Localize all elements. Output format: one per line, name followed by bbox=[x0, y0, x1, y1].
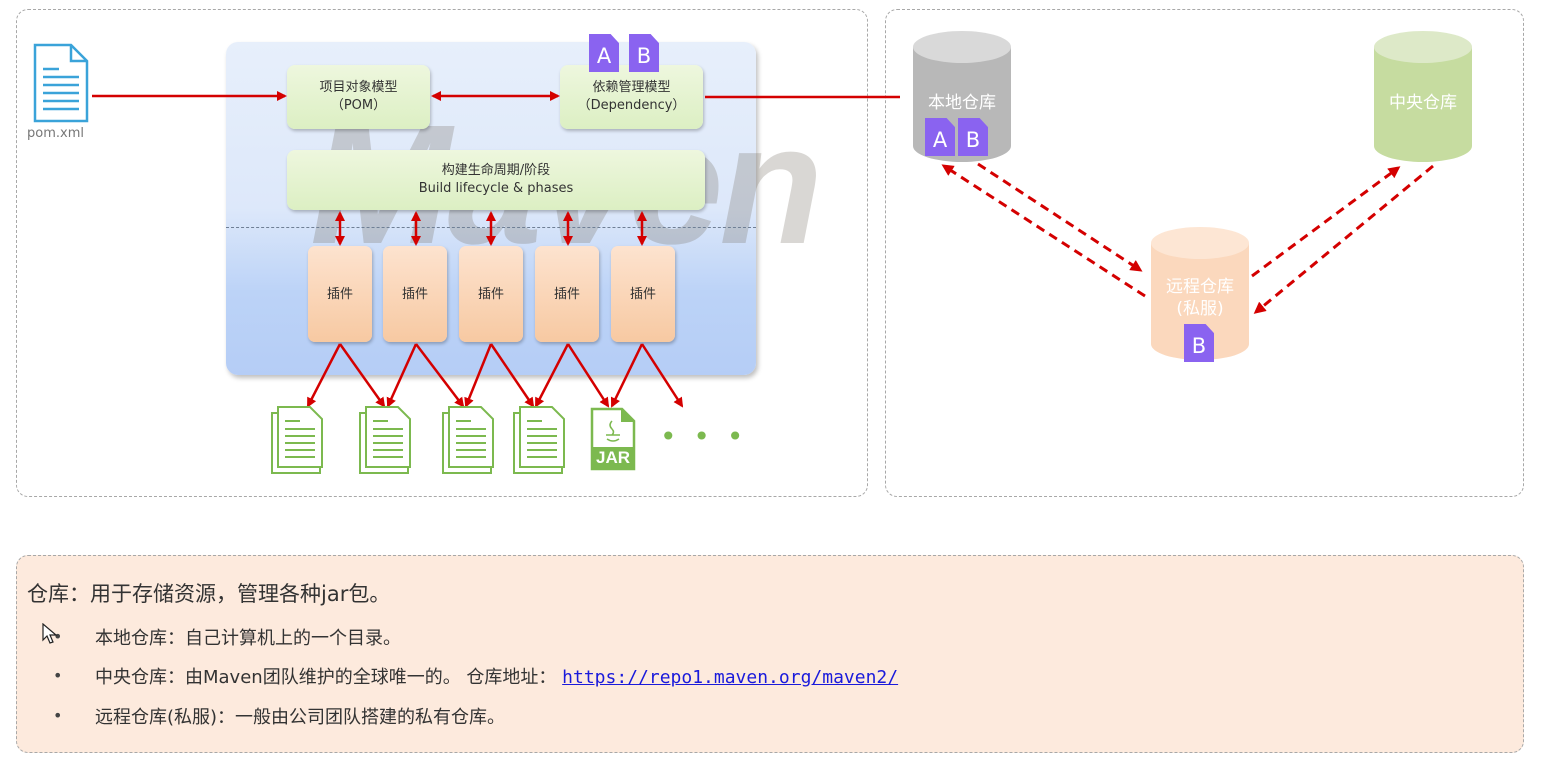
plugin-output-arrow bbox=[534, 343, 570, 408]
plugin-output-arrow bbox=[306, 343, 342, 408]
remote-tag-b-icon: B bbox=[1184, 324, 1214, 362]
local-to-remote-arrow bbox=[977, 162, 1143, 272]
jar-label: JAR bbox=[595, 448, 630, 467]
build-lifecycle-subtitle: Build lifecycle & phases bbox=[418, 181, 574, 196]
plugin-output-arrow bbox=[610, 343, 644, 408]
document-stack-icon bbox=[512, 405, 566, 479]
local-repository-label: 本地仓库 bbox=[928, 93, 996, 113]
plugin-output-arrow bbox=[640, 343, 684, 408]
remote-to-local-arrow bbox=[941, 164, 1146, 298]
remote-repository-subtitle: (私服) bbox=[1176, 299, 1224, 319]
dependency-model-title: 依赖管理模型 bbox=[592, 80, 671, 95]
maven-model-panel bbox=[16, 9, 868, 497]
plugin-output-arrow bbox=[464, 343, 493, 408]
document-stack-icon bbox=[441, 405, 495, 479]
dependency-model-box: 依赖管理模型 （Dependency） bbox=[560, 65, 703, 129]
plugin-box: 插件 bbox=[611, 246, 675, 342]
info-item-central: 中央仓库：由Maven团队维护的全球唯一的。 仓库地址： https://rep… bbox=[95, 663, 898, 689]
repository-info-panel bbox=[16, 555, 1524, 753]
local-tag-b-icon: B bbox=[958, 118, 988, 156]
jar-file-icon: JAR bbox=[590, 407, 636, 475]
model-arrows bbox=[92, 91, 900, 408]
dependency-tag-b-icon: B bbox=[629, 34, 659, 72]
repository-panel bbox=[885, 9, 1524, 497]
dependency-tag-a-icon: A bbox=[589, 34, 619, 72]
info-item-local: 本地仓库：自己计算机上的一个目录。 bbox=[95, 628, 401, 649]
repository-arrows bbox=[941, 162, 1434, 314]
info-title: 仓库：用于存储资源，管理各种jar包。 bbox=[27, 582, 391, 606]
plugin-box: 插件 bbox=[383, 246, 447, 342]
plugin-output-arrow bbox=[489, 343, 535, 408]
remote-to-central-arrow bbox=[1251, 166, 1401, 278]
central-repository-cylinder: 中央仓库 bbox=[1373, 30, 1473, 166]
info-item-central-text: 中央仓库：由Maven团队维护的全球唯一的。 仓库地址： bbox=[95, 667, 557, 688]
document-stack-icon bbox=[358, 405, 412, 479]
more-artifacts-ellipsis: • • • bbox=[660, 420, 748, 453]
plugin-box: 插件 bbox=[535, 246, 599, 342]
central-to-remote-arrow bbox=[1253, 164, 1434, 314]
pom-file-label: pom.xml bbox=[27, 126, 84, 141]
plugin-box: 插件 bbox=[459, 246, 523, 342]
remote-repository-cylinder: 远程仓库 (私服) bbox=[1150, 226, 1250, 364]
bullet-icon: • bbox=[53, 706, 63, 725]
plugin-output-arrow bbox=[338, 343, 386, 408]
plugin-output-arrow bbox=[415, 343, 465, 408]
info-item-remote: 远程仓库(私服)：一般由公司团队搭建的私有仓库。 bbox=[95, 707, 506, 728]
bullet-icon: • bbox=[53, 627, 63, 646]
document-stack-icon bbox=[270, 405, 324, 479]
bullet-icon: • bbox=[53, 666, 63, 685]
pom-model-subtitle: （POM） bbox=[330, 98, 387, 113]
build-lifecycle-box: 构建生命周期/阶段 Build lifecycle & phases bbox=[287, 150, 705, 210]
remote-repository-title: 远程仓库 bbox=[1166, 277, 1234, 297]
pom-model-title: 项目对象模型 bbox=[319, 80, 398, 95]
central-repository-label: 中央仓库 bbox=[1389, 93, 1457, 113]
mouse-cursor-icon bbox=[42, 622, 58, 649]
central-repository-link[interactable]: https://repo1.maven.org/maven2/ bbox=[562, 667, 899, 688]
dependency-model-subtitle: （Dependency） bbox=[577, 98, 686, 113]
local-tag-a-icon: A bbox=[925, 118, 955, 156]
plugin-output-arrow bbox=[566, 343, 610, 408]
remote-repository-label: 远程仓库 (私服) bbox=[1150, 276, 1250, 320]
plugin-box: 插件 bbox=[308, 246, 372, 342]
pom-file-icon bbox=[33, 43, 89, 127]
plugin-output-arrow bbox=[386, 343, 418, 408]
build-lifecycle-title: 构建生命周期/阶段 bbox=[441, 163, 551, 178]
pom-model-box: 项目对象模型 （POM） bbox=[287, 65, 430, 129]
